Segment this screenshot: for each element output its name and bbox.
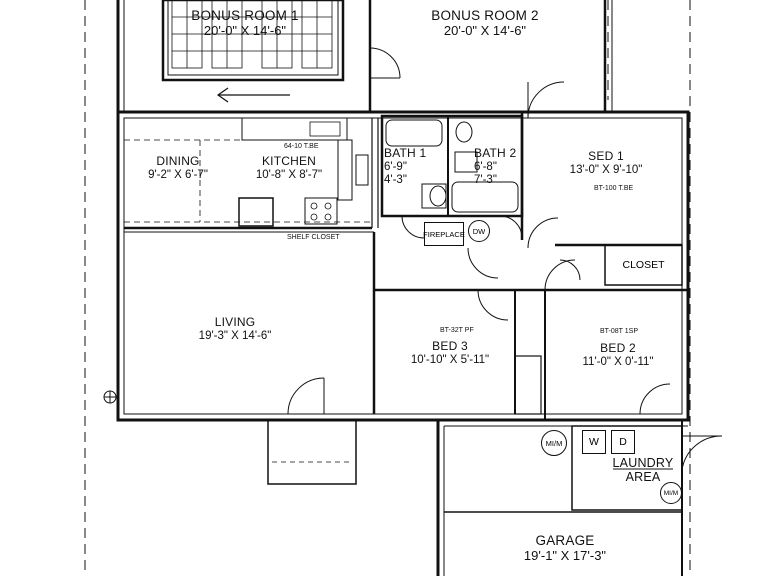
- bath-1-dims-2: 4'-3": [384, 174, 407, 187]
- label-bonus-room-1: BONUS ROOM 1 20'-0" X 14'-6": [190, 8, 300, 38]
- laundry-name-2: AREA: [625, 470, 661, 485]
- bath-1-dims-1: 6'-9": [384, 160, 407, 173]
- kitchen-name: KITCHEN: [261, 154, 317, 168]
- closet-label: CLOSET: [622, 259, 665, 271]
- bath-2-name: BATH 2: [474, 146, 517, 160]
- kitchen-tag-top: 64-10 T.BE: [284, 143, 319, 150]
- kitchen-island: [355, 154, 369, 186]
- bonus-room-2-dims: 20'-0" X 14'-6": [443, 22, 527, 38]
- bed-3-tag: BT-32T PF: [440, 327, 474, 334]
- bed-3-name: BED 3: [432, 339, 468, 353]
- label-garage: GARAGE 19'-1" X 17'-3": [500, 533, 630, 563]
- bath-2-dims-1: 6'-8": [474, 160, 497, 173]
- closet-block: [604, 244, 683, 286]
- laundry-name: LAUNDRY: [612, 456, 674, 470]
- bed-1-name: SED 1: [588, 149, 624, 163]
- toilet-1: [429, 185, 447, 207]
- toilet-2: [455, 121, 473, 143]
- fireplace-label: FIREPLACE: [423, 222, 465, 246]
- refrigerator: [238, 197, 274, 227]
- label-bath-1: BATH 1 6'-9" 4'-3": [384, 146, 428, 187]
- sink-1: [421, 183, 447, 209]
- house-outline: [116, 110, 690, 422]
- label-laundry: LAUNDRY AREA: [608, 456, 678, 485]
- dryer-label: D: [611, 430, 635, 454]
- bath-2-dims-2: 7'-3": [474, 174, 497, 187]
- bonus-room-1-name: BONUS ROOM 1: [191, 8, 299, 23]
- bonus-room-1-block: [161, 0, 345, 82]
- dining-name: DINING: [156, 154, 200, 168]
- bathtub-2: [451, 181, 519, 213]
- kitchen-dims: 10'-8" X 8'-7": [255, 168, 323, 181]
- bed-2-tag: BT-08T 1SP: [600, 328, 639, 335]
- dishwasher-label: DW: [468, 220, 490, 242]
- label-bed-2: BED 2 11'-0" X 0'-11": [568, 341, 668, 369]
- bed-1-tag: BT-100 T.BE: [594, 185, 634, 192]
- label-living: LIVING 19'-3" X 14'-6": [180, 315, 290, 343]
- sink-2: [454, 151, 478, 173]
- label-bed-3: BED 3 10'-10" X 5'-11": [400, 339, 500, 367]
- living-dims: 19'-3" X 14'-6": [198, 329, 272, 342]
- label-bonus-room-2: BONUS ROOM 2 20'-0" X 14'-6": [420, 8, 550, 38]
- washer-label: W: [582, 430, 606, 454]
- bed-3-dims: 10'-10" X 5'-11": [410, 353, 490, 366]
- label-dining: DINING 9'-2" X 6'-7": [136, 154, 220, 182]
- kitchen-counter-side: [337, 139, 353, 201]
- front-porch: [267, 419, 357, 485]
- bed-2-name: BED 2: [600, 341, 636, 355]
- garage-name: GARAGE: [535, 533, 595, 548]
- living-name: LIVING: [214, 315, 256, 329]
- kitchen-counter-top: [241, 117, 348, 141]
- bathtub-1: [385, 119, 443, 147]
- garage-dims: 19'-1" X 17'-3": [523, 547, 607, 563]
- range: [304, 197, 338, 225]
- dining-dims: 9'-2" X 6'-7": [148, 168, 208, 181]
- bonus-room-1-dims: 20'-0" X 14'-6": [203, 22, 287, 38]
- bed-1-dims: 13'-0" X 9'-10": [569, 163, 643, 176]
- bonus-room-2-name: BONUS ROOM 2: [431, 8, 539, 23]
- bath-1-name: BATH 1: [384, 146, 427, 160]
- bed-2-dims: 11'-0" X 0'-11": [582, 355, 654, 368]
- label-bed-1: SED 1 13'-0" X 9'-10": [556, 149, 656, 177]
- kitchen-tag-bottom: SHELF CLOSET: [287, 234, 340, 241]
- mim-left-label: MI/M: [541, 430, 567, 456]
- mim-right-label: MI/M: [660, 482, 682, 504]
- label-bath-2: BATH 2 6'-8" 7'-3": [474, 146, 518, 187]
- label-kitchen: KITCHEN 10'-8" X 8'-7": [244, 154, 334, 182]
